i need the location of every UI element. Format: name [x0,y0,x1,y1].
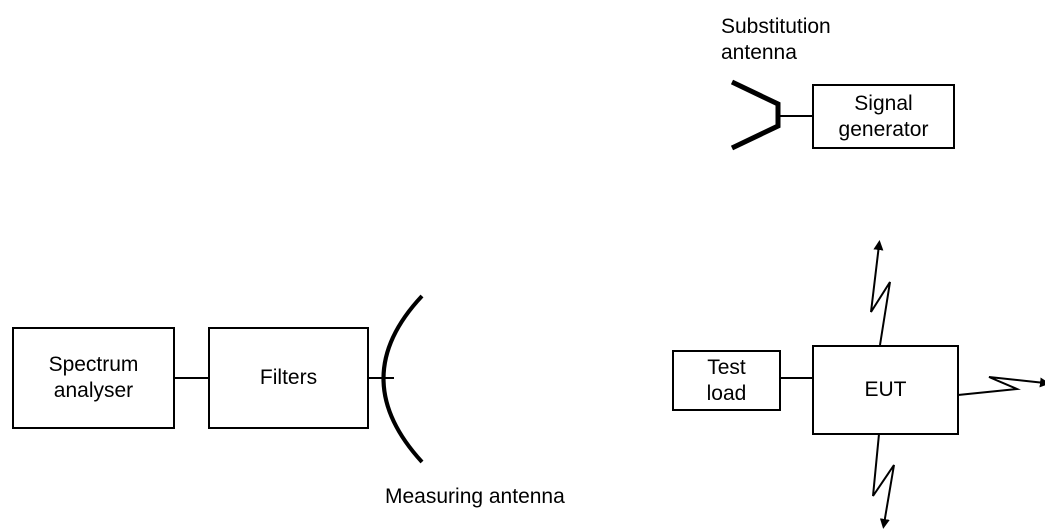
test-load-label: Test load [706,355,747,405]
signal-generator-label: Signal generator [838,91,929,141]
signal-generator-box: Signal generator [812,84,955,149]
substitution-antenna-icon [730,79,781,151]
filters-box: Filters [208,327,369,429]
spectrum-analyser-box: Spectrum analyser [12,327,175,429]
spectrum-analyser-label: Spectrum analyser [48,353,139,402]
substitution-antenna-label: Substitution antenna [721,15,831,64]
eut-label: EUT [864,378,907,401]
measuring-antenna-label: Measuring antenna [385,485,565,508]
radiation-arrow-up-icon [870,240,891,346]
eut-box: EUT [812,345,959,435]
test-load-box: Test load [672,350,781,411]
measuring-antenna-icon [381,294,424,464]
radiation-arrow-right-icon [957,376,1045,396]
radiation-arrow-down-icon [872,433,895,529]
filters-label: Filters [259,366,318,389]
